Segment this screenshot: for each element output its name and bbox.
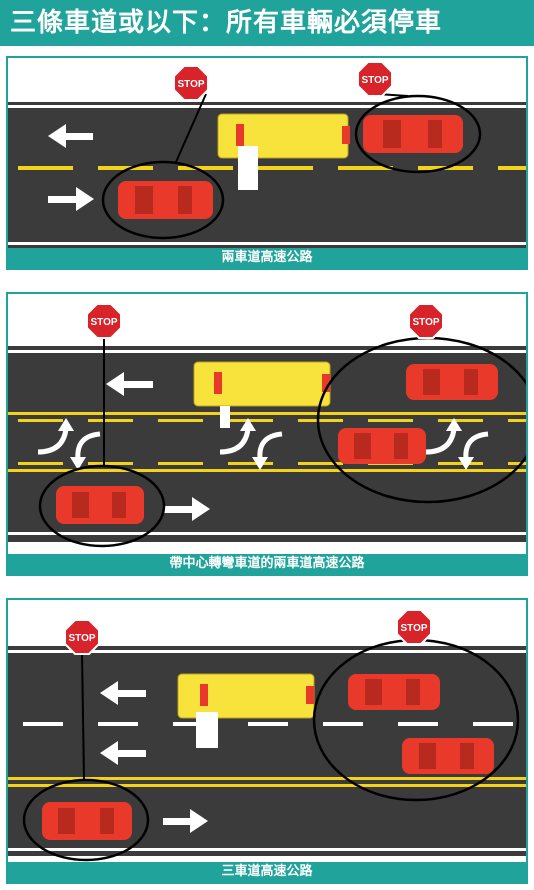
caption-bar: 帶中心轉彎車道的兩車道高速公路 [8,554,526,574]
lane-line-solid [8,412,526,415]
stop-sign-label: STOP [400,623,427,634]
highlight-circle [101,160,225,240]
stop-sign-icon: STOP [357,61,393,97]
right-arrow-icon [163,809,208,833]
turn-arrows-icon [37,428,489,460]
page-title: 三條車道或以下：所有車輛必須停車 [10,8,443,38]
lane-line-white-dashed [23,722,513,726]
edge-line [8,242,526,245]
left-arrow-icon [106,372,153,396]
turn-arrowheads [58,418,474,470]
stop-sign-icon: STOP [173,65,209,101]
panel-center-turn-lane-highway: STOP STOP 帶中心轉彎車道的兩車道高速公路 [6,292,528,576]
red-car-icon [402,738,494,774]
edge-line [8,105,526,108]
callout-line [175,93,207,163]
caption-bar: 三車道高速公路 [8,862,526,882]
red-car-icon [348,674,440,710]
panel-caption: 三車道高速公路 [221,864,313,879]
callout-line [81,651,85,781]
panel-three-lane-highway: STOP STOP 三車道高速公路 [6,598,528,884]
left-arrow-icon [100,741,146,765]
red-car-icon [406,364,498,400]
stop-sign-label: STOP [412,317,439,328]
left-arrow-icon [100,681,146,705]
stop-sign-label: STOP [361,75,388,86]
stop-sign-label: STOP [68,633,95,644]
school-bus-icon [217,113,350,190]
panel-two-lane-highway: STOP STOP 兩車道高速公路 [6,56,528,270]
red-car-icon [338,428,426,464]
stop-sign-icon: STOP [64,619,100,655]
school-bus-icon [193,361,331,428]
center-turn-lane-diagram: STOP STOP [8,303,526,548]
panel-caption: 帶中心轉彎車道的兩車道高速公路 [169,556,365,571]
double-yellow-line [8,784,526,787]
three-lane-diagram: STOP STOP [8,609,526,862]
red-car-icon [42,802,132,840]
stop-sign-label: STOP [90,317,117,328]
red-car-icon [363,115,463,153]
double-yellow-line [8,777,526,780]
right-arrow-icon [163,497,210,521]
stop-sign-label: STOP [177,79,204,90]
edge-line [8,350,526,353]
two-lane-diagram: STOP STOP [8,61,526,252]
lane-line-dashed [18,419,526,422]
lane-line-solid [8,469,526,472]
stop-sign-icon: STOP [86,303,122,339]
stop-sign-icon: STOP [408,303,444,339]
page-header: 三條車道或以下：所有車輛必須停車 [0,0,534,46]
red-car-icon [56,486,144,524]
panel-caption: 兩車道高速公路 [221,250,313,265]
caption-bar: 兩車道高速公路 [8,248,526,268]
edge-line [8,650,526,653]
lane-line-dashed [18,462,526,465]
highlight-circle [38,464,166,548]
school-bus-icon [177,673,315,748]
edge-line [8,532,526,535]
right-arrow-icon [48,187,94,211]
left-arrow-icon [48,124,93,148]
stop-sign-icon: STOP [396,609,432,645]
red-car-icon [118,181,213,219]
highlight-circle [354,94,482,174]
highlight-circle [22,778,150,862]
edge-line [8,848,526,851]
